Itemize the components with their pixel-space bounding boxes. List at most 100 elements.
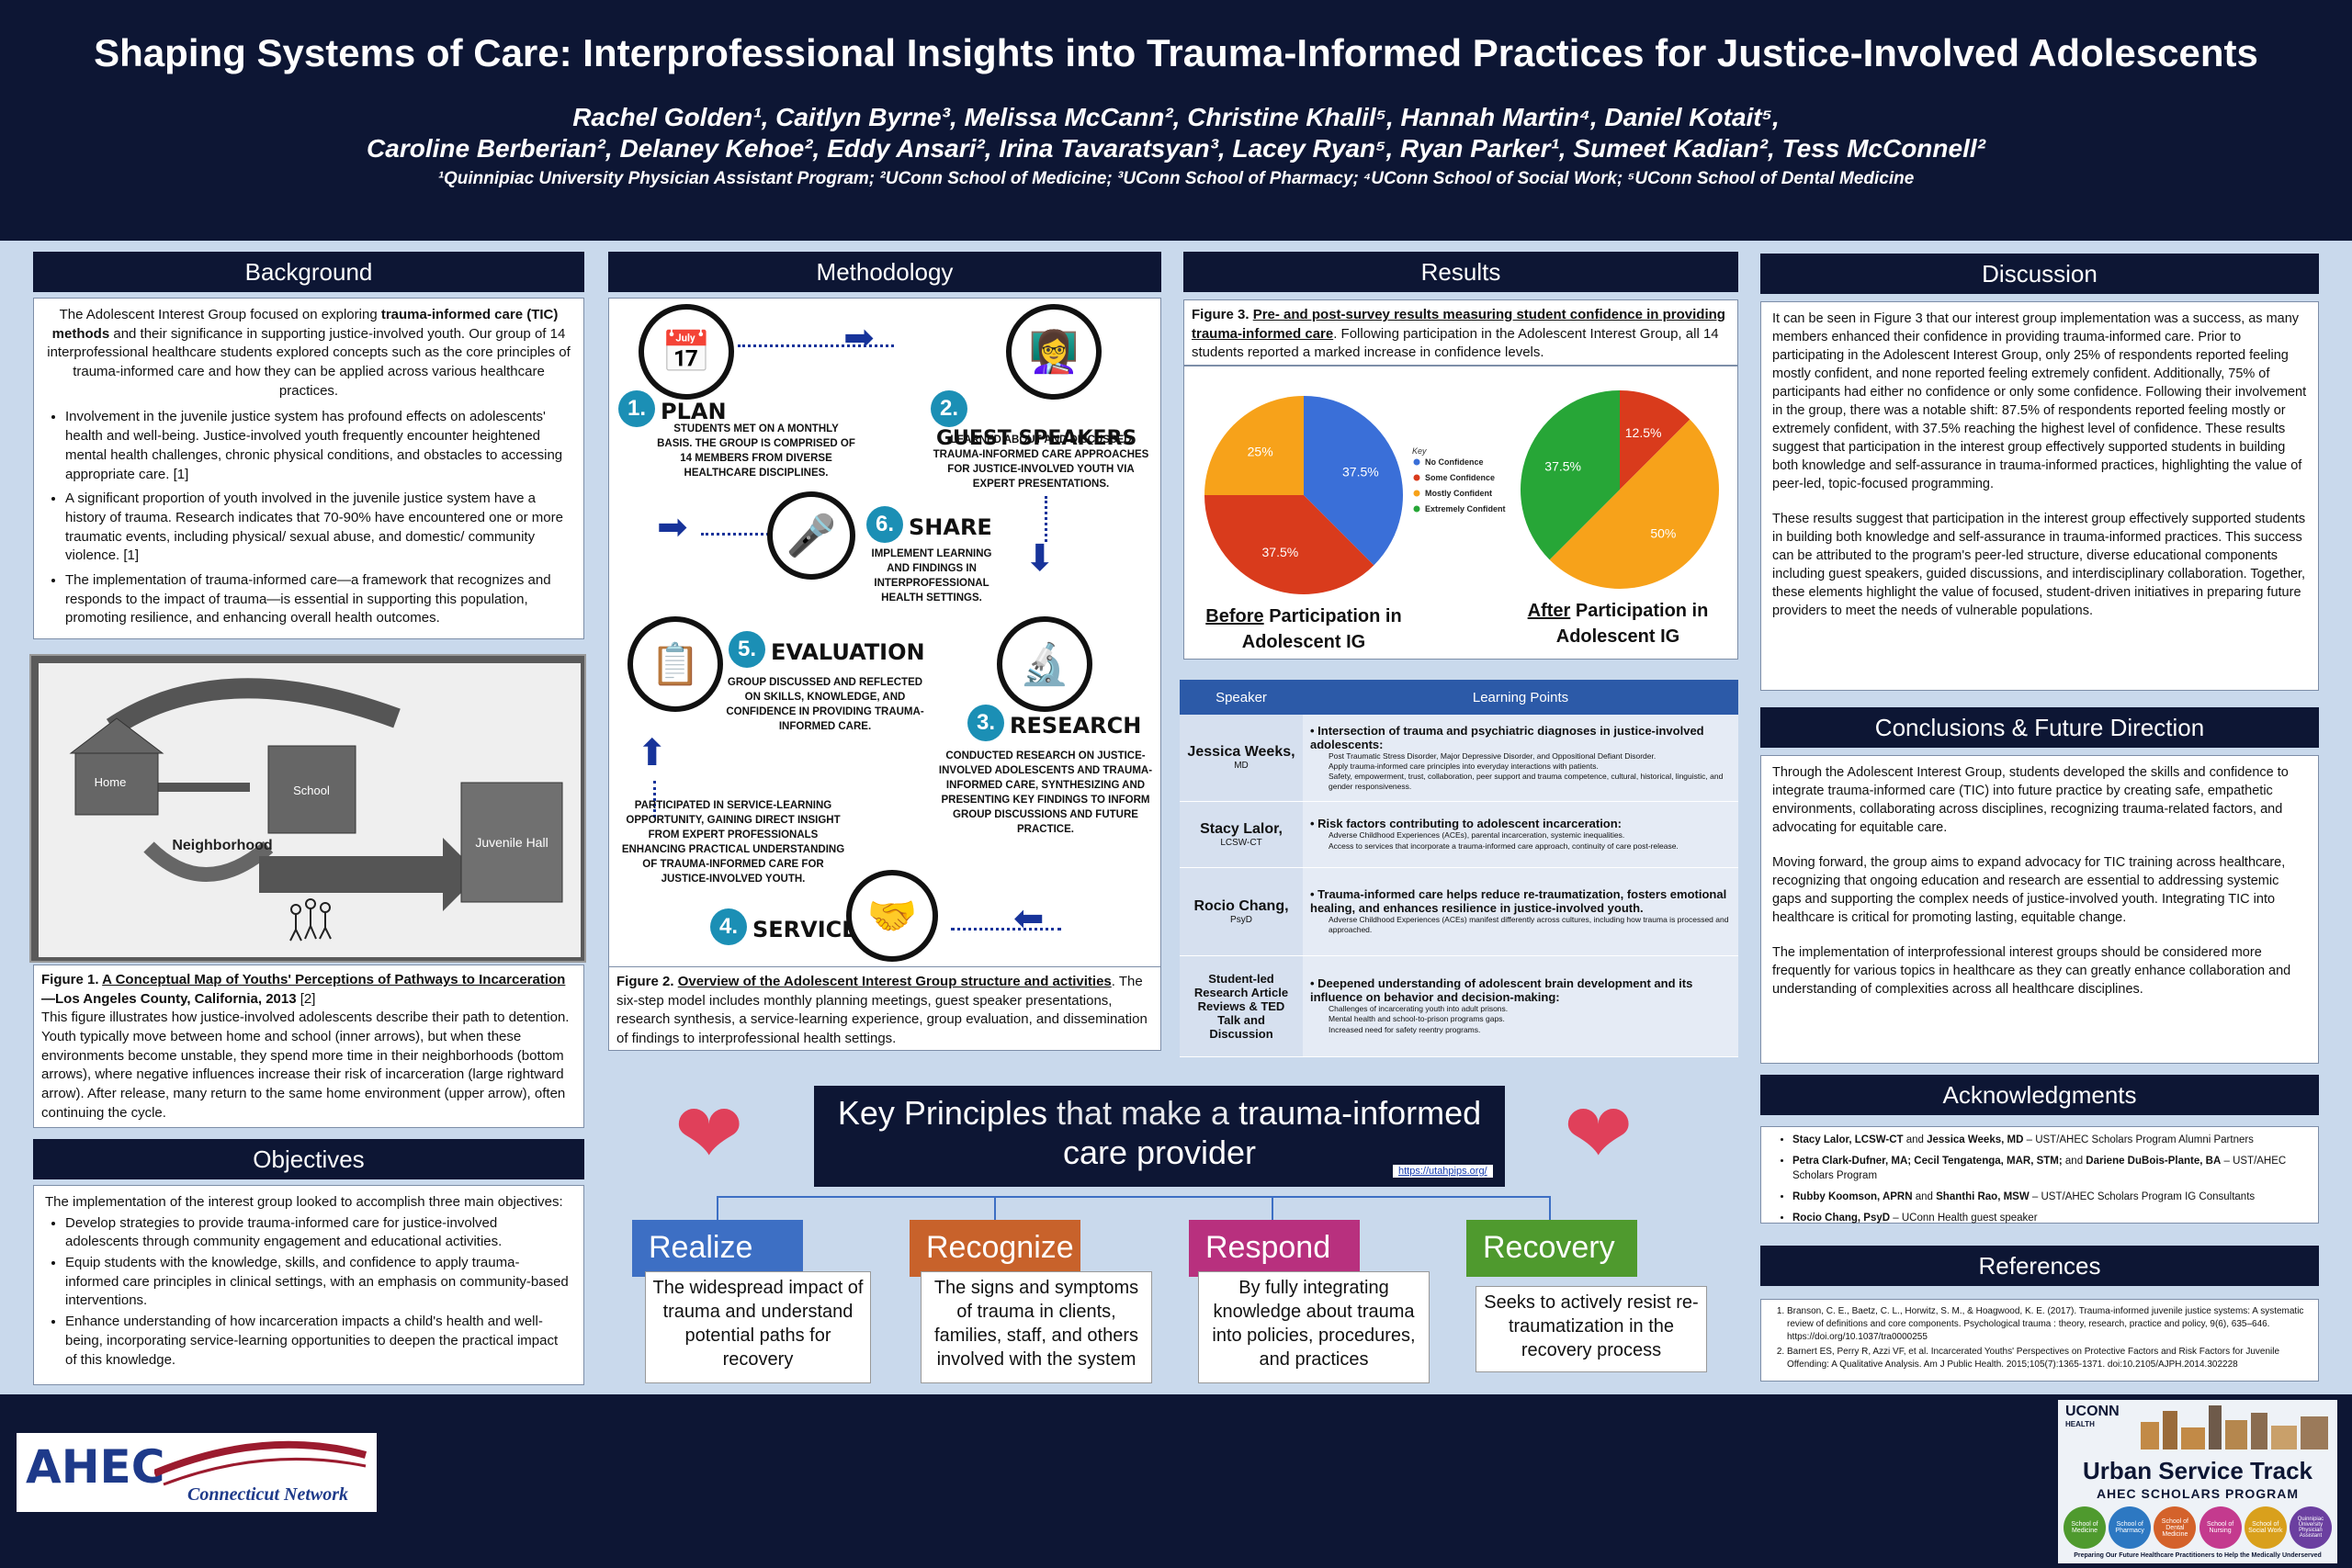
school-circle: School of Medicine xyxy=(2064,1506,2106,1549)
methodology-heading: Methodology xyxy=(608,252,1161,292)
speaker-name: Stacy Lalor, xyxy=(1200,820,1283,837)
connector-line xyxy=(994,1196,996,1220)
acknowledgment-item: Stacy Lalor, LCSW-CT and Jessica Weeks, … xyxy=(1792,1133,2307,1148)
background-intro-pre: The Adolescent Interest Group focused on… xyxy=(59,307,381,322)
legend-swatch xyxy=(1413,458,1420,466)
speaker-cell: Student-led Research Article Reviews & T… xyxy=(1180,955,1303,1057)
pie-data-label: 50% xyxy=(1650,525,1676,540)
speaker-cell: Jessica Weeks,MD xyxy=(1180,715,1303,802)
research-icon: 🔬 xyxy=(997,616,1092,712)
step-service-desc: Participated in service-learning opportu… xyxy=(621,800,845,886)
school-circle: School of Pharmacy xyxy=(2109,1506,2152,1549)
figure1-caption-title: A Conceptual Map of Youths' Perceptions … xyxy=(102,972,566,987)
principle-recognize-head: Recognize xyxy=(910,1220,1080,1277)
school-circles: School of Medicine School of Pharmacy Sc… xyxy=(2064,1506,2332,1549)
figure1-caption-label: Figure 1. xyxy=(41,972,103,987)
table-row: Rocio Chang,PsyD • Trauma-informed care … xyxy=(1180,867,1738,956)
background-intro-post: and their significance in supporting jus… xyxy=(47,325,571,399)
uconn-text: UCONN xyxy=(2065,1404,2120,1419)
principle-recognize-text: The signs and symptoms of trauma in clie… xyxy=(921,1271,1152,1383)
step-number: 1. xyxy=(618,390,655,427)
ack-name: Petra Clark-Dufner, MA; Cecil Tengatenga… xyxy=(1792,1155,2063,1167)
point-main: • Intersection of trauma and psychiatric… xyxy=(1310,723,1704,751)
pie-slice-no-confidence xyxy=(1304,396,1403,566)
figure1-canvas: Home School Neighborhood Juvenile Hall xyxy=(39,663,581,957)
principle-respond-head: Respond xyxy=(1189,1220,1360,1277)
points-cell: • Deepened understanding of adolescent b… xyxy=(1303,955,1738,1057)
label-neighborhood: Neighborhood xyxy=(172,838,272,853)
speaker-name: Rocio Chang, xyxy=(1193,897,1289,914)
point-sub: Mental health and school-to-prison progr… xyxy=(1329,1014,1505,1024)
ahec-network-text: Connecticut Network xyxy=(187,1484,349,1505)
source-link[interactable]: https://utahpips.org/ xyxy=(1393,1165,1493,1178)
conclusions-heading: Conclusions & Future Direction xyxy=(1760,707,2319,748)
figure3-caption-title: Pre- and post-survey results measuring s… xyxy=(1192,307,1725,342)
pie-after: 12.5%50%37.5% xyxy=(1521,390,1719,589)
step-title: PLAN xyxy=(661,398,727,424)
point-sub: Access to services that incorporate a tr… xyxy=(1329,840,1679,851)
pie-slice-extremely-confident xyxy=(1521,390,1620,560)
principle-respond-text: By fully integrating knowledge about tra… xyxy=(1198,1271,1430,1383)
heart-hands-icon: ❤ xyxy=(674,1089,744,1180)
arrow-up-icon: ⬆ xyxy=(637,733,668,773)
acknowledgment-item: Petra Clark-Dufner, MA; Cecil Tengatenga… xyxy=(1792,1154,2307,1184)
after-label-rest: Participation in Adolescent IG xyxy=(1555,601,1709,647)
points-cell: • Intersection of trauma and psychiatric… xyxy=(1303,715,1738,802)
acknowledgment-item: Rocio Chang, PsyD – UConn Health guest s… xyxy=(1792,1211,2307,1226)
figure1-caption: Figure 1. A Conceptual Map of Youths' Pe… xyxy=(33,964,584,1128)
point-main: • Trauma-informed care helps reduce re-t… xyxy=(1310,886,1727,915)
figure1-caption-text: This figure illustrates how justice-invo… xyxy=(41,1010,570,1121)
figure2-caption-title: Overview of the Adolescent Interest Grou… xyxy=(677,974,1112,989)
ack-name: Jessica Weeks, MD xyxy=(1927,1134,2024,1145)
figure3-caption-label: Figure 3. xyxy=(1192,307,1253,322)
speaker-name: Jessica Weeks, xyxy=(1187,744,1295,761)
affiliations: ¹Quinnipiac University Physician Assista… xyxy=(437,169,1915,188)
principle-recovery-head: Recovery xyxy=(1466,1220,1637,1277)
table-row: Stacy Lalor,LCSW-CT • Risk factors contr… xyxy=(1180,801,1738,868)
after-chart-label: After Participation in Adolescent IG xyxy=(1508,598,1728,649)
point-text: Intersection of trauma and psychiatric d… xyxy=(1310,723,1704,751)
dotted-connector xyxy=(653,781,656,818)
step-research-title: 3.RESEARCH xyxy=(967,705,1141,741)
school-circle: Quinnipiac University Physician Assistan… xyxy=(2289,1506,2332,1549)
figure3-caption-text: . Following participation in the Adolesc… xyxy=(1192,325,1719,361)
legend-swatch xyxy=(1413,474,1420,481)
legend-swatch xyxy=(1413,490,1420,497)
legend-entry: Some Confidence xyxy=(1425,473,1495,482)
pie-slice-mostly-confident xyxy=(1204,396,1304,495)
step-evaluation-title: 5.EVALUATION xyxy=(729,631,925,668)
objectives-intro: The implementation of the interest group… xyxy=(45,1194,563,1210)
speaker-cell: Rocio Chang,PsyD xyxy=(1180,867,1303,956)
points-cell: • Risk factors contributing to adolescen… xyxy=(1303,801,1738,868)
ahec-logo-text: AHEC xyxy=(26,1440,165,1494)
table-row: Jessica Weeks,MD • Intersection of traum… xyxy=(1180,715,1738,802)
conclusions-box: Through the Adolescent Interest Group, s… xyxy=(1760,755,2319,1064)
dotted-connector xyxy=(701,533,775,536)
key-principles-title-b: that make a xyxy=(1056,1094,1239,1132)
school-circle: School of Nursing xyxy=(2199,1506,2242,1549)
school-circle: School of Dental Medicine xyxy=(2154,1506,2197,1549)
point-sub: Adverse Childhood Experiences (ACEs), pa… xyxy=(1329,830,1625,840)
step-title: EVALUATION xyxy=(771,638,925,665)
key-principles-title-a: Key Principles xyxy=(837,1094,1057,1132)
presentation-icon: 👩‍🏫 xyxy=(1006,304,1102,400)
before-chart-label: Before Participation in Adolescent IG xyxy=(1193,604,1414,655)
pie-data-label: 37.5% xyxy=(1342,464,1379,479)
point-main: • Risk factors contributing to adolescen… xyxy=(1310,817,1623,831)
share-icon: 🎤 xyxy=(767,491,855,580)
ack-name: Stacy Lalor, LCSW-CT xyxy=(1792,1134,1904,1145)
authors-line-2: Caroline Berberian², Delaney Kehoe², Edd… xyxy=(367,134,1985,163)
pathways-diagram: Home School Neighborhood Juvenile Hall xyxy=(39,663,581,957)
background-bullet: A significant proportion of youth involv… xyxy=(65,490,572,566)
col-learning-points: Learning Points xyxy=(1303,680,1738,715)
label-home: Home xyxy=(95,775,127,789)
school-circle: School of Social Work xyxy=(2244,1506,2287,1549)
point-sub: Safety, empowerment, trust, collaboratio… xyxy=(1329,771,1724,791)
pie-slice-some-confidence xyxy=(1620,390,1690,490)
pie-before: 37.5%37.5%25% xyxy=(1204,396,1403,594)
city-skyline-icon xyxy=(2141,1405,2328,1450)
principle-recovery-text: Seeks to actively resist re-traumatizati… xyxy=(1476,1286,1707,1372)
ust-title: Urban Service Track xyxy=(2082,1457,2313,1484)
connector-line xyxy=(717,1196,1551,1198)
